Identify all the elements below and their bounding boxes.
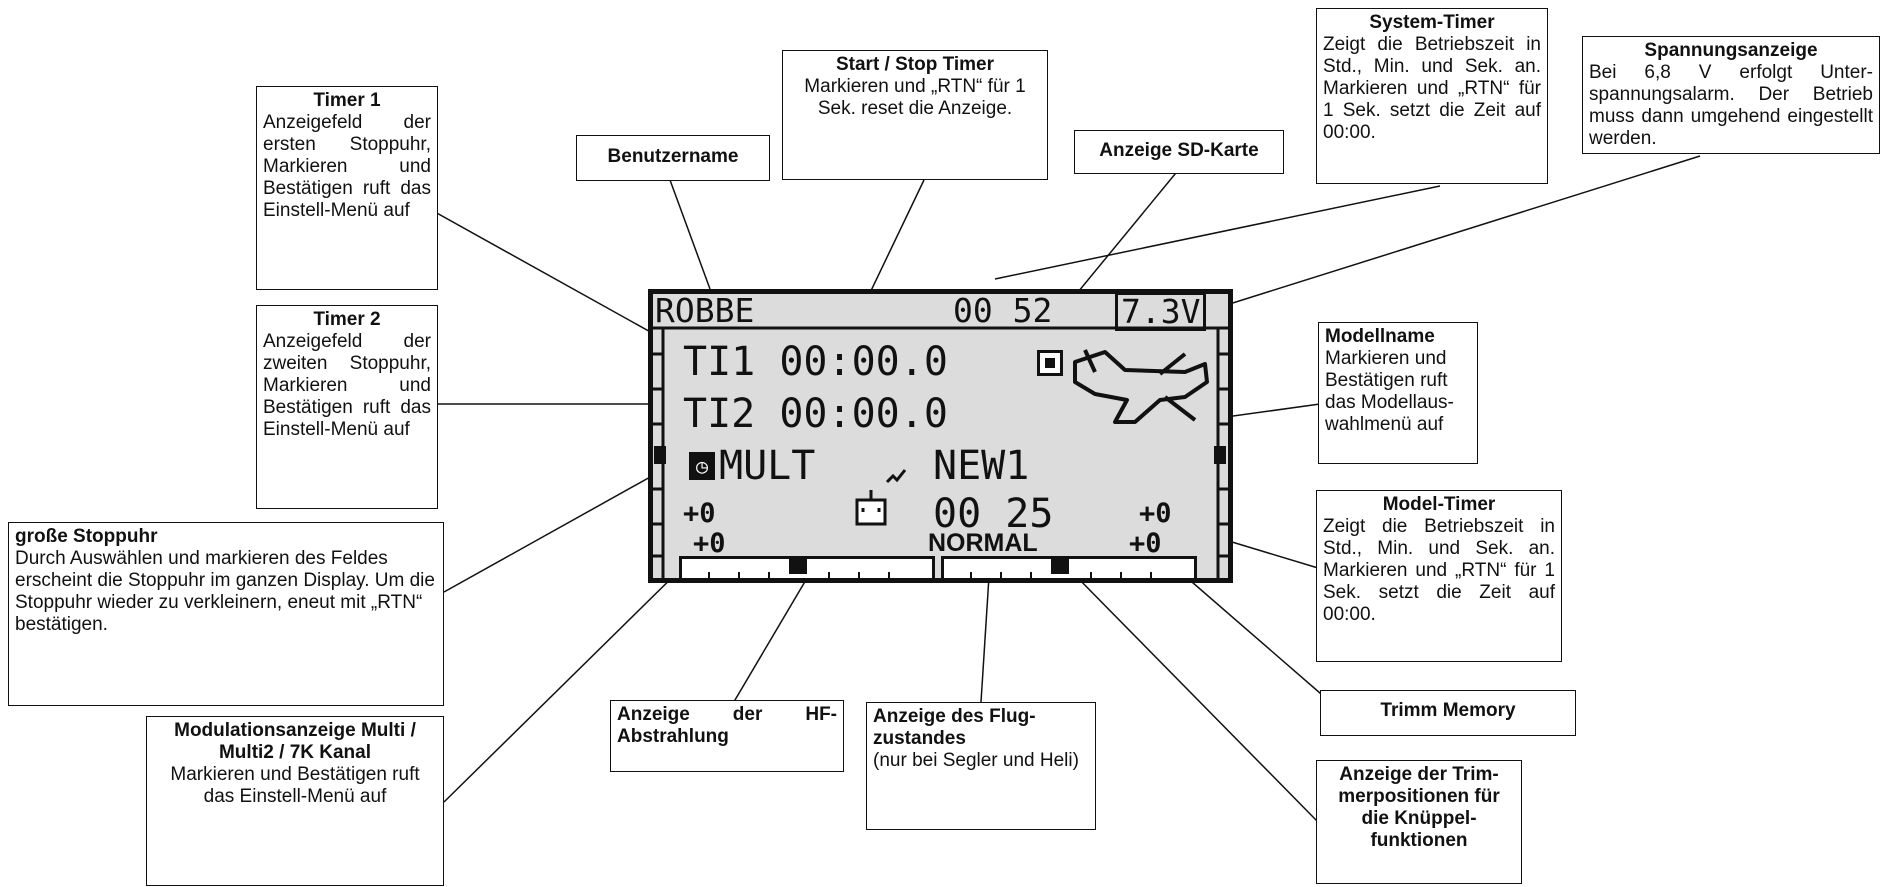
callout-timer1-title: Timer 1 — [313, 90, 381, 111]
callout-modulation-title: Modulationsanzeige Multi / Multi2 / 7K K… — [174, 720, 416, 763]
callout-hf-title: Anzeige der HF-Abstrahlung — [617, 704, 837, 747]
callout-timer1-body: Anzeigefeld der ersten Stopp­uhr, Markie… — [263, 112, 431, 221]
trim-marker-right — [1051, 558, 1069, 574]
leader-spannung — [1219, 155, 1701, 308]
lcd-timer1[interactable]: TI1 00:00.0 — [683, 339, 948, 385]
callout-spannung-title: Spannungsanzeige — [1644, 40, 1818, 61]
antenna-icon — [855, 469, 907, 526]
callout-start-stop-title: Start / Stop Timer — [835, 54, 994, 75]
lcd-system-timer[interactable]: 00 52 — [953, 291, 1053, 330]
lcd-trim-4: +0 — [1129, 528, 1162, 559]
callout-trimmpositionen: Anzeige der Trim­merpositionen für die K… — [1316, 760, 1522, 884]
lcd-timer2[interactable]: TI2 00:00.0 — [683, 391, 948, 437]
trim-bar-ticks — [708, 558, 1152, 578]
callout-stoppuhr-title: große Stoppuhr — [15, 526, 158, 547]
lcd-modulation[interactable]: MULT — [719, 443, 816, 489]
callout-spannung-body: Bei 6,8 V erfolgt Unter­spannungsalarm. … — [1589, 62, 1873, 149]
callout-start-stop-body: Markieren und „RTN“ für 1 Sek. reset die… — [804, 76, 1026, 119]
callout-trimm-memory: Trimm Memory — [1320, 690, 1576, 736]
callout-modulation: Modulationsanzeige Multi / Multi2 / 7K K… — [146, 716, 444, 886]
trim-marker-left — [789, 558, 807, 574]
callout-trimm-memory-title: Trimm Memory — [1380, 700, 1516, 721]
callout-sd-karte: Anzeige SD-Karte — [1074, 130, 1284, 174]
callout-flugzustand: Anzeige des Flug­zustandes (nur bei Segl… — [866, 702, 1096, 830]
leader-trimmpositionen — [1069, 569, 1319, 823]
lcd-flight-mode[interactable]: NORMAL — [928, 529, 1038, 557]
callout-model-timer-title: Model-Timer — [1382, 494, 1496, 515]
callout-timer2-title: Timer 2 — [313, 309, 381, 330]
callout-system-timer: System-Timer Zeigt die Betriebszeit in S… — [1316, 8, 1548, 184]
rail-right-marker — [1214, 446, 1226, 464]
callout-model-timer: Model-Timer Zeigt die Betriebszeit in St… — [1316, 490, 1562, 662]
callout-modellname-title: Modellname — [1325, 326, 1435, 347]
lcd-username[interactable]: ROBBE — [655, 291, 755, 330]
sd-card-icon — [1037, 350, 1063, 376]
lcd-model-name[interactable]: NEW1 — [933, 443, 1030, 489]
clock-icon[interactable]: ◷ — [689, 452, 715, 480]
callout-sd-karte-title: Anzeige SD-Karte — [1099, 140, 1259, 161]
callout-hf: Anzeige der HF-Abstrahlung — [610, 700, 844, 772]
leader-benutzername — [669, 179, 711, 290]
airplane-icon — [1073, 349, 1209, 424]
callout-flugzustand-body: (nur bei Segler und Heli) — [873, 750, 1079, 771]
lcd-voltage: 7.3V — [1115, 294, 1207, 331]
lcd-trim-3: +0 — [693, 528, 726, 559]
callout-start-stop: Start / Stop Timer Markieren und „RTN“ f… — [782, 50, 1048, 180]
callout-timer2-body: Anzeigefeld der zweiten Stopp­uhr, Marki… — [263, 331, 431, 440]
callout-trimmpositionen-title: Anzeige der Trim­merpositionen für die K… — [1338, 764, 1500, 851]
lcd-trim-2: +0 — [1139, 498, 1172, 529]
callout-modellname-body: Markieren und Bestätigen ruft das Modell… — [1325, 348, 1454, 435]
callout-modulation-body: Markieren und Bestätigen ruft das Einste… — [170, 764, 420, 807]
rail-left-marker — [654, 446, 666, 464]
callout-stoppuhr-body: Durch Auswählen und markieren des Feldes… — [15, 548, 435, 635]
callout-timer1: Timer 1 Anzeigefeld der ersten Stopp­uhr… — [256, 86, 438, 290]
callout-benutzername: Benutzername — [576, 135, 770, 181]
callout-timer2: Timer 2 Anzeigefeld der zweiten Stopp­uh… — [256, 305, 438, 509]
lcd-model-timer[interactable]: 00 25 — [933, 491, 1054, 537]
leader-modulation — [443, 557, 693, 803]
callout-system-timer-body: Zeigt die Betriebszeit in Std., Min. und… — [1323, 34, 1541, 143]
callout-modellname: Modellname Markieren und Bestätigen ruft… — [1318, 322, 1478, 464]
callout-model-timer-body: Zeigt die Betriebszeit in Std., Min. und… — [1323, 516, 1555, 625]
callout-system-timer-title: System-Timer — [1369, 12, 1495, 33]
lcd-display: ROBBE 00 52 7.3V TI1 00:00.0 TI2 00:00.0… — [648, 289, 1233, 583]
callout-benutzername-title: Benutzername — [607, 146, 739, 167]
leader-system-timer — [994, 185, 1441, 280]
lcd-trim-1: +0 — [683, 498, 716, 529]
callout-spannung: Spannungsanzeige Bei 6,8 V erfolgt Unter… — [1582, 36, 1880, 154]
callout-flugzustand-title: Anzeige des Flug­zustandes — [873, 706, 1036, 749]
callout-stoppuhr: große Stoppuhr Durch Auswählen und marki… — [8, 522, 444, 706]
